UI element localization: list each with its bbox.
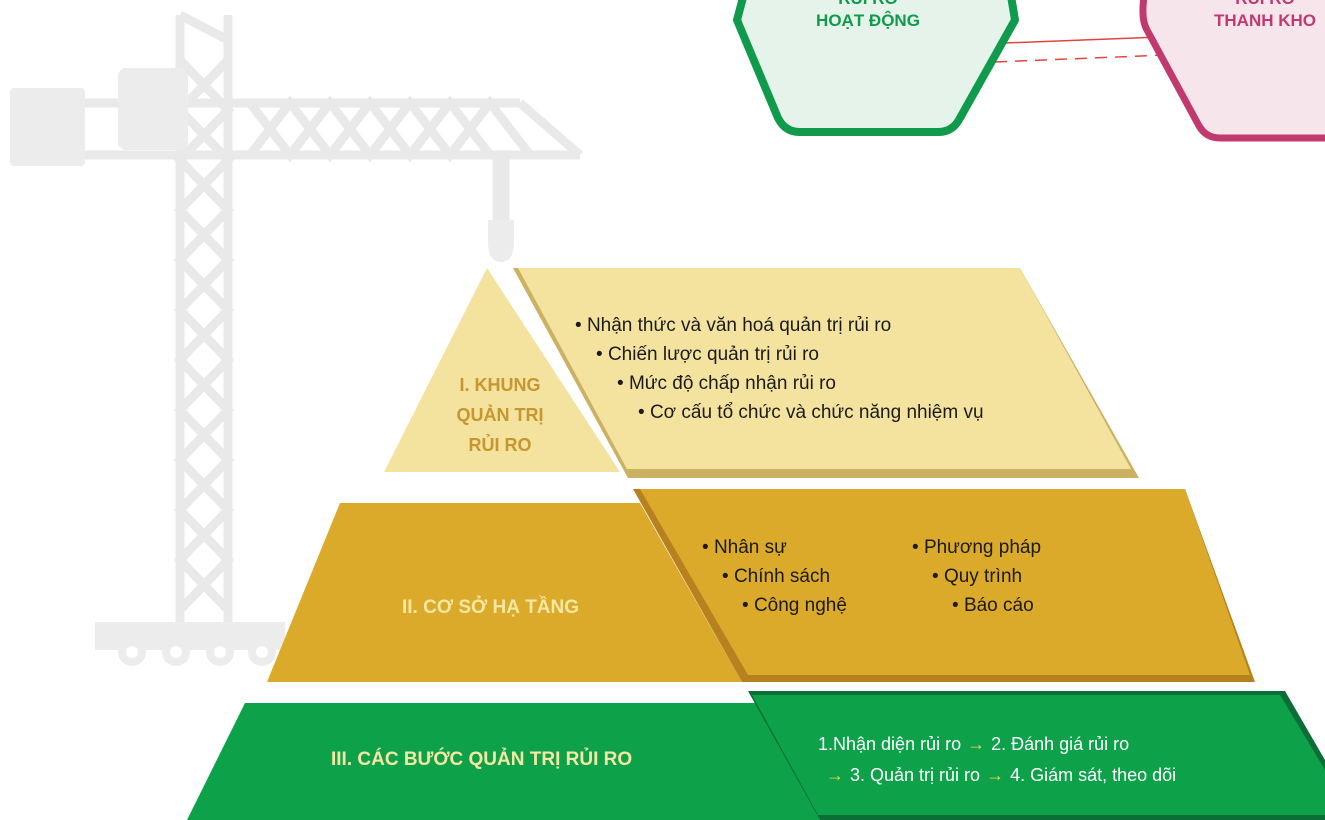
hexagon-operational-risk bbox=[733, 0, 1019, 136]
hexagon-liquidity-risk bbox=[1139, 0, 1325, 142]
tier1-title-line2: QUẢN TRỊ bbox=[456, 405, 544, 425]
connector-dashed-line bbox=[994, 54, 1166, 63]
arrow-icon: → bbox=[986, 765, 1005, 785]
arrow-icon: → bbox=[967, 734, 986, 754]
tier2-right-item-2: Quy trình bbox=[932, 562, 1022, 591]
operational-risk-label: RỦI RO HOẠT ĐỘNG bbox=[778, 0, 958, 32]
liquidity-risk-label: RỦI RO THANH KHO bbox=[1195, 0, 1325, 32]
tier2-left-item-2: Chính sách bbox=[722, 562, 830, 591]
step-4: 4. Giám sát, theo dõi bbox=[1010, 765, 1177, 785]
step-3: 3. Quản trị rủi ro bbox=[850, 765, 981, 785]
arrow-icon: → bbox=[826, 765, 844, 785]
tier2-right-item-3: Báo cáo bbox=[952, 591, 1034, 620]
operational-risk-line2: HOẠT ĐỘNG bbox=[816, 11, 920, 30]
tier2-title: II. CƠ SỞ HẠ TẦNG bbox=[402, 597, 580, 618]
tier1-item-3: Mức độ chấp nhận rủi ro bbox=[617, 369, 836, 398]
tier1-item-2: Chiến lược quản trị rủi ro bbox=[596, 340, 819, 369]
tier1-title: I. KHUNG QUẢN TRỊ RỦI RO bbox=[430, 370, 570, 460]
tier1-title-line3: RỦI RO bbox=[468, 435, 532, 455]
crane-solid-parts bbox=[10, 68, 514, 666]
tier3-title: III. CÁC BƯỚC QUẢN TRỊ RỦI RO bbox=[331, 749, 633, 770]
tier2-left-item-1: Nhân sự bbox=[702, 533, 787, 562]
connector-solid-line bbox=[1004, 36, 1161, 44]
tier3-shape bbox=[187, 691, 1325, 820]
tier1-item-4: Cơ cấu tổ chức và chức năng nhiệm vụ bbox=[638, 398, 984, 427]
tier1-item-1: Nhận thức và văn hoá quản trị rủi ro bbox=[575, 311, 891, 340]
step-1: 1.Nhận diện rủi ro bbox=[818, 734, 962, 754]
tier3-steps-row2: →3. Quản trị rủi ro→4. Giám sát, theo dõ… bbox=[820, 760, 1176, 791]
tier2-right-item-1: Phương pháp bbox=[912, 533, 1041, 562]
liquidity-risk-line2: THANH KHO bbox=[1214, 11, 1316, 30]
operational-risk-line1: RỦI RO bbox=[778, 0, 958, 10]
tier2-left-item-3: Công nghệ bbox=[742, 591, 847, 620]
liquidity-risk-line1: RỦI RO bbox=[1195, 0, 1325, 10]
tier3-steps-row1: 1.Nhận diện rủi ro→2. Đánh giá rủi ro bbox=[818, 729, 1129, 760]
tier1-title-line1: I. KHUNG bbox=[459, 375, 541, 395]
step-2: 2. Đánh giá rủi ro bbox=[991, 734, 1130, 754]
